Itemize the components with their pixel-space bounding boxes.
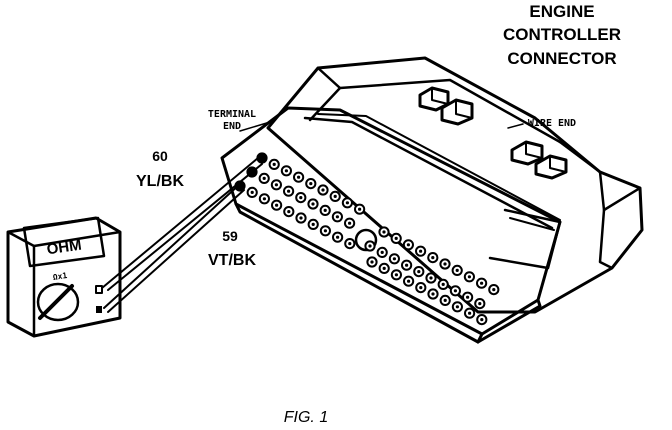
terminal-pin-socket (299, 196, 303, 200)
title-line-2: CONTROLLER (503, 25, 621, 44)
terminal-pin-socket (275, 203, 279, 207)
label-terminal-end-1: TERMINAL (208, 109, 256, 120)
title-line-3: CONNECTOR (507, 49, 616, 68)
terminal-pin-socket (394, 236, 398, 240)
terminal-pin-socket (287, 210, 291, 214)
terminal-pin-socket (262, 176, 266, 180)
figure-caption: FIG. 1 (284, 409, 328, 426)
connector-latches (418, 86, 568, 180)
terminal-pin-socket (417, 270, 421, 274)
meter-range-label: Ωx1 (52, 271, 68, 282)
meter-display (22, 216, 106, 268)
terminal-pin-socket (250, 190, 254, 194)
test-lead-pin60[interactable] (101, 157, 263, 291)
terminal-pin-socket (336, 235, 340, 239)
terminal-pin-socket (380, 250, 384, 254)
label-terminal-end-2: END (223, 121, 241, 132)
meter-dial-knob[interactable] (38, 284, 74, 320)
terminal-pin-socket (466, 295, 470, 299)
terminal-pin-socket (368, 244, 372, 248)
terminal-pin-socket (297, 175, 301, 179)
terminal-pin-socket (431, 256, 435, 260)
terminal-pin-socket (262, 197, 266, 201)
terminal-pin-socket (335, 215, 339, 219)
label-wire59-number: 59 (222, 228, 238, 244)
terminal-pin-socket (453, 289, 457, 293)
terminal-pin-socket (382, 230, 386, 234)
meter-jack-positive[interactable] (95, 285, 103, 294)
terminal-pin-socket (321, 188, 325, 192)
test-leads (101, 157, 263, 313)
terminal-pin-socket (287, 189, 291, 193)
title-line-1: ENGINE (529, 2, 594, 21)
label-wire-end: WIRE END (528, 118, 576, 129)
connector-housing (220, 56, 644, 344)
terminal-pin-socket (382, 266, 386, 270)
terminal-pin-socket (419, 249, 423, 253)
terminal-pin-socket (345, 201, 349, 205)
terminal-pin-socket (333, 194, 337, 198)
terminal-pin-socket (467, 275, 471, 279)
terminal-pin-socket (406, 243, 410, 247)
terminal-pin-socket (480, 281, 484, 285)
terminal-pin-socket (405, 263, 409, 267)
meter-dial[interactable] (36, 282, 80, 322)
terminal-pin-socket (348, 242, 352, 246)
terminal-pin-socket (478, 302, 482, 306)
test-lead-pin59[interactable] (103, 183, 245, 313)
terminal-pin-socket (455, 305, 459, 309)
terminal-pins (234, 152, 500, 326)
terminal-pin-socket (370, 260, 374, 264)
terminal-pin-socket (272, 162, 276, 166)
meter-display-text: OHM (46, 237, 83, 259)
terminal-pin-socket (394, 273, 398, 277)
terminal-pin-socket (480, 318, 484, 322)
ohmmeter: OHM Ωx1 (6, 216, 122, 338)
terminal-pin-socket (431, 292, 435, 296)
terminal-pin-socket (299, 216, 303, 220)
terminal-pin-socket (274, 183, 278, 187)
terminal-pin-socket (284, 169, 288, 173)
terminal-pin-socket (323, 208, 327, 212)
terminal-pin-socket (309, 182, 313, 186)
terminal-pin-socket (348, 221, 352, 225)
terminal-pin-socket (468, 311, 472, 315)
terminal-pin-socket (429, 276, 433, 280)
terminal-pin-socket (260, 156, 264, 160)
meter-jack-common[interactable] (96, 306, 102, 313)
label-wire60-color: YL/BK (136, 173, 184, 190)
terminal-pin-socket (492, 288, 496, 292)
terminal-pin-socket (443, 262, 447, 266)
label-wire59-color: VT/BK (208, 252, 256, 269)
terminal-pin-socket (455, 268, 459, 272)
terminal-pin-socket (443, 298, 447, 302)
terminal-pin-socket (311, 202, 315, 206)
terminal-pin-socket (441, 282, 445, 286)
terminal-pin-socket (392, 257, 396, 261)
label-wire60-number: 60 (152, 148, 168, 164)
terminal-pin-socket (407, 279, 411, 283)
terminal-pin-socket (311, 222, 315, 226)
terminal-pin-socket (323, 229, 327, 233)
terminal-pin-socket (358, 207, 362, 211)
terminal-pin-socket (419, 286, 423, 290)
